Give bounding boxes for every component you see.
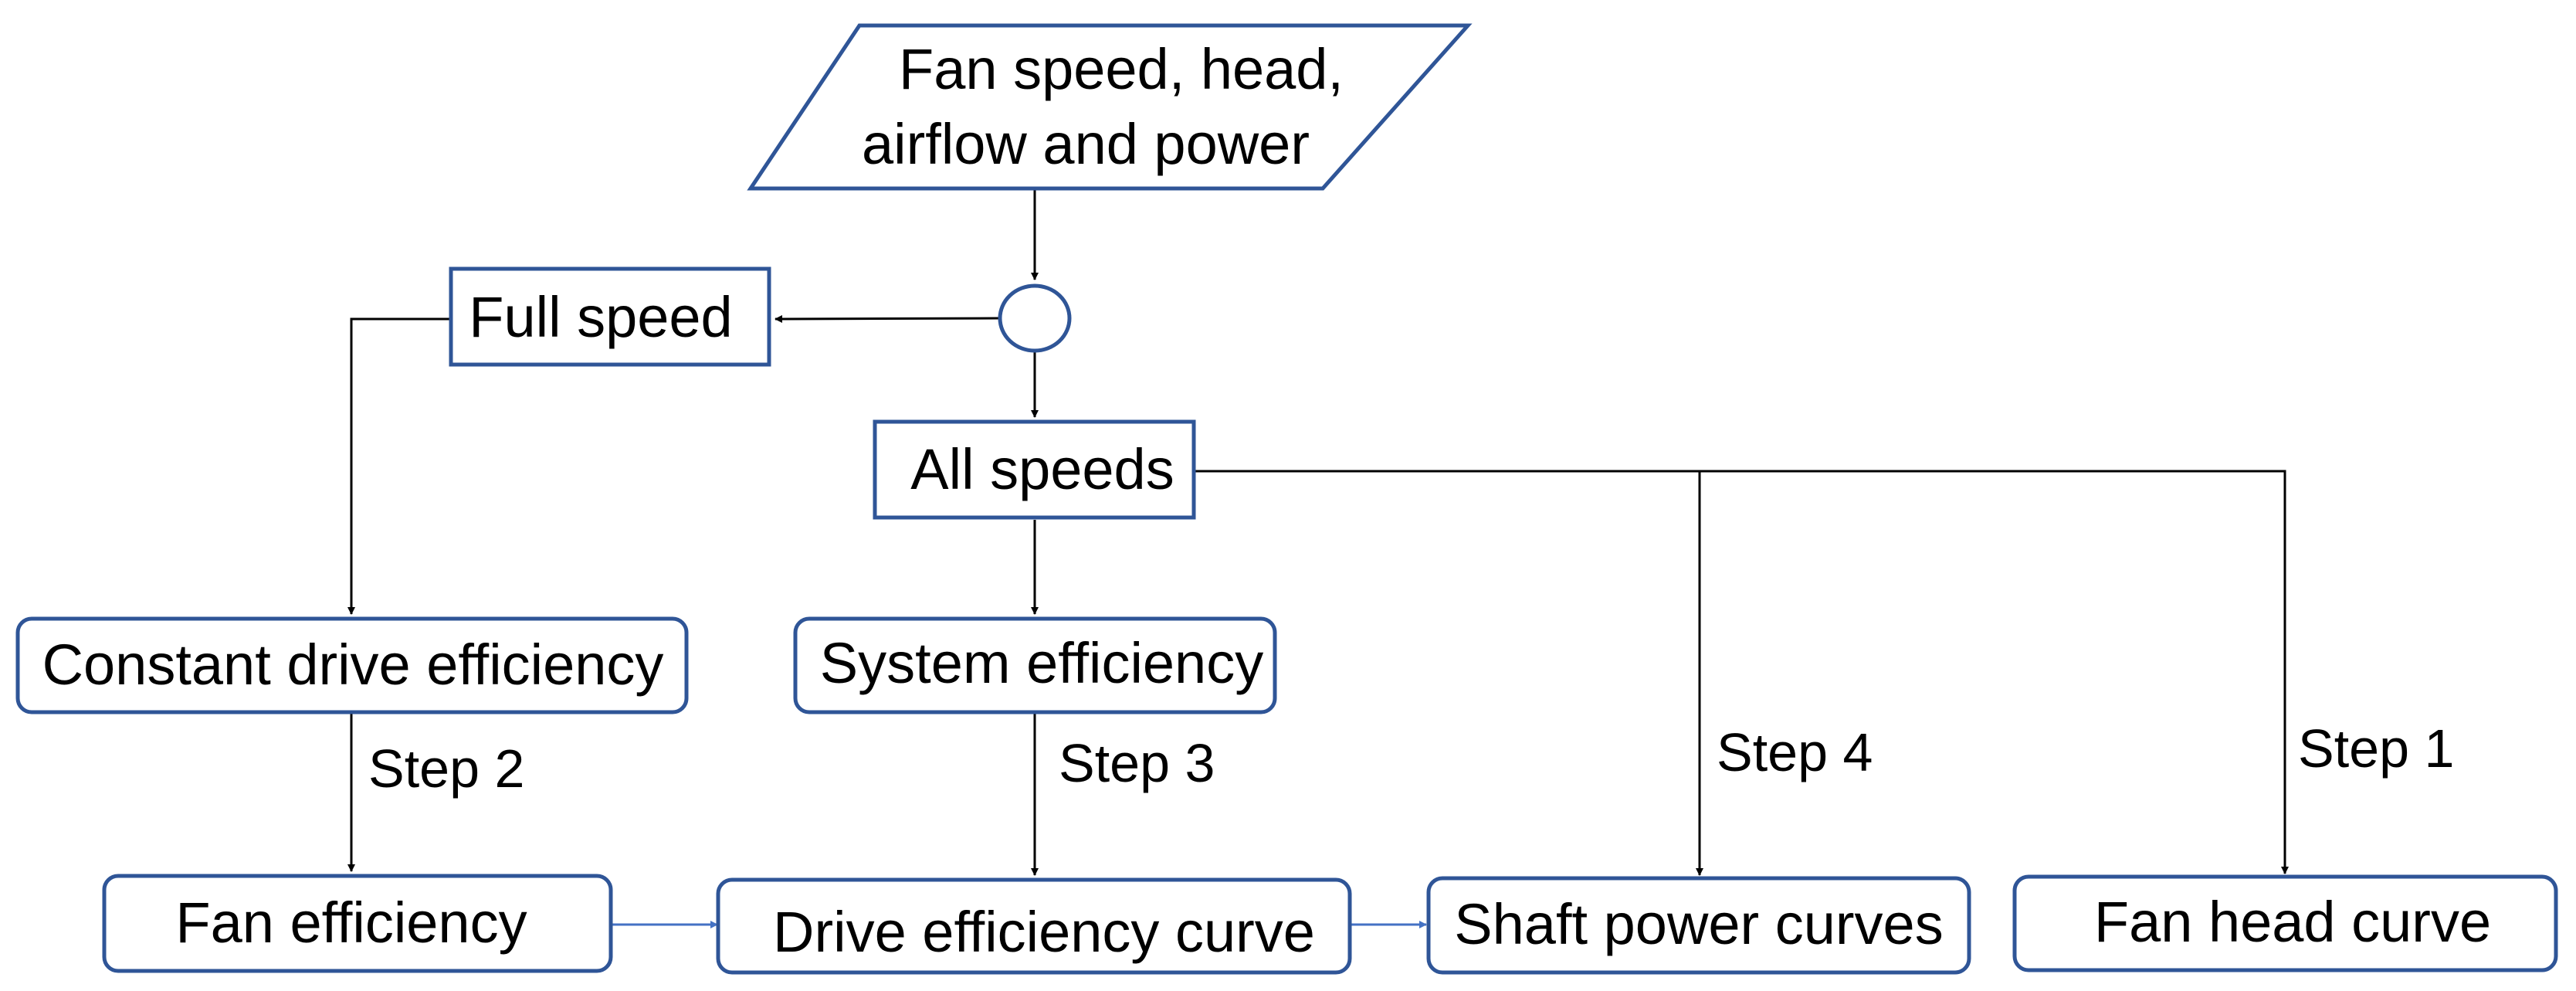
drive-efficiency-curve-label: Drive efficiency curve — [773, 900, 1315, 964]
step-4-label: Step 4 — [1717, 722, 1873, 782]
connectors — [347, 188, 2289, 928]
connector-all-speeds-to-fan-head-curve — [1700, 470, 2289, 874]
constant-drive-efficiency-label: Constant drive efficiency — [42, 633, 664, 697]
fan-head-curve-label: Fan head curve — [2094, 890, 2491, 954]
full-speed-label: Full speed — [469, 285, 732, 349]
all-speeds-label: All speeds — [910, 437, 1174, 501]
fan-efficiency-label: Fan efficiency — [175, 891, 527, 955]
shaft-power-curves-node: Shaft power curves — [1426, 876, 1971, 975]
junction-node — [998, 283, 1072, 353]
system-efficiency-node: System efficiency — [793, 616, 1277, 714]
fan-head-curve-node: Fan head curve — [2012, 874, 2558, 972]
input-label-line1: Fan speed, head, — [899, 37, 1344, 101]
step-3-label: Step 3 — [1059, 733, 1215, 793]
all-speeds-node: All speeds — [873, 419, 1196, 520]
drive-efficiency-curve-node: Drive efficiency curve — [716, 877, 1352, 975]
shaft-power-curves-label: Shaft power curves — [1454, 892, 1943, 956]
input-node: Fan speed, head, airflow and power — [747, 23, 1473, 191]
full-speed-node: Full speed — [449, 266, 771, 367]
fan-efficiency-node: Fan efficiency — [102, 874, 613, 973]
connector-junction-to-full-speed — [774, 314, 1000, 323]
step-2-label: Step 2 — [368, 738, 524, 799]
constant-drive-efficiency-node: Constant drive efficiency — [15, 616, 689, 714]
step-1-label: Step 1 — [2298, 718, 2454, 779]
system-efficiency-label: System efficiency — [820, 631, 1263, 695]
input-label-line2: airflow and power — [862, 112, 1310, 176]
connector-full-speed-to-constant-drive-efficiency — [347, 317, 451, 615]
step-labels: Step 2 Step 3 Step 4 Step 1 — [368, 718, 2454, 799]
